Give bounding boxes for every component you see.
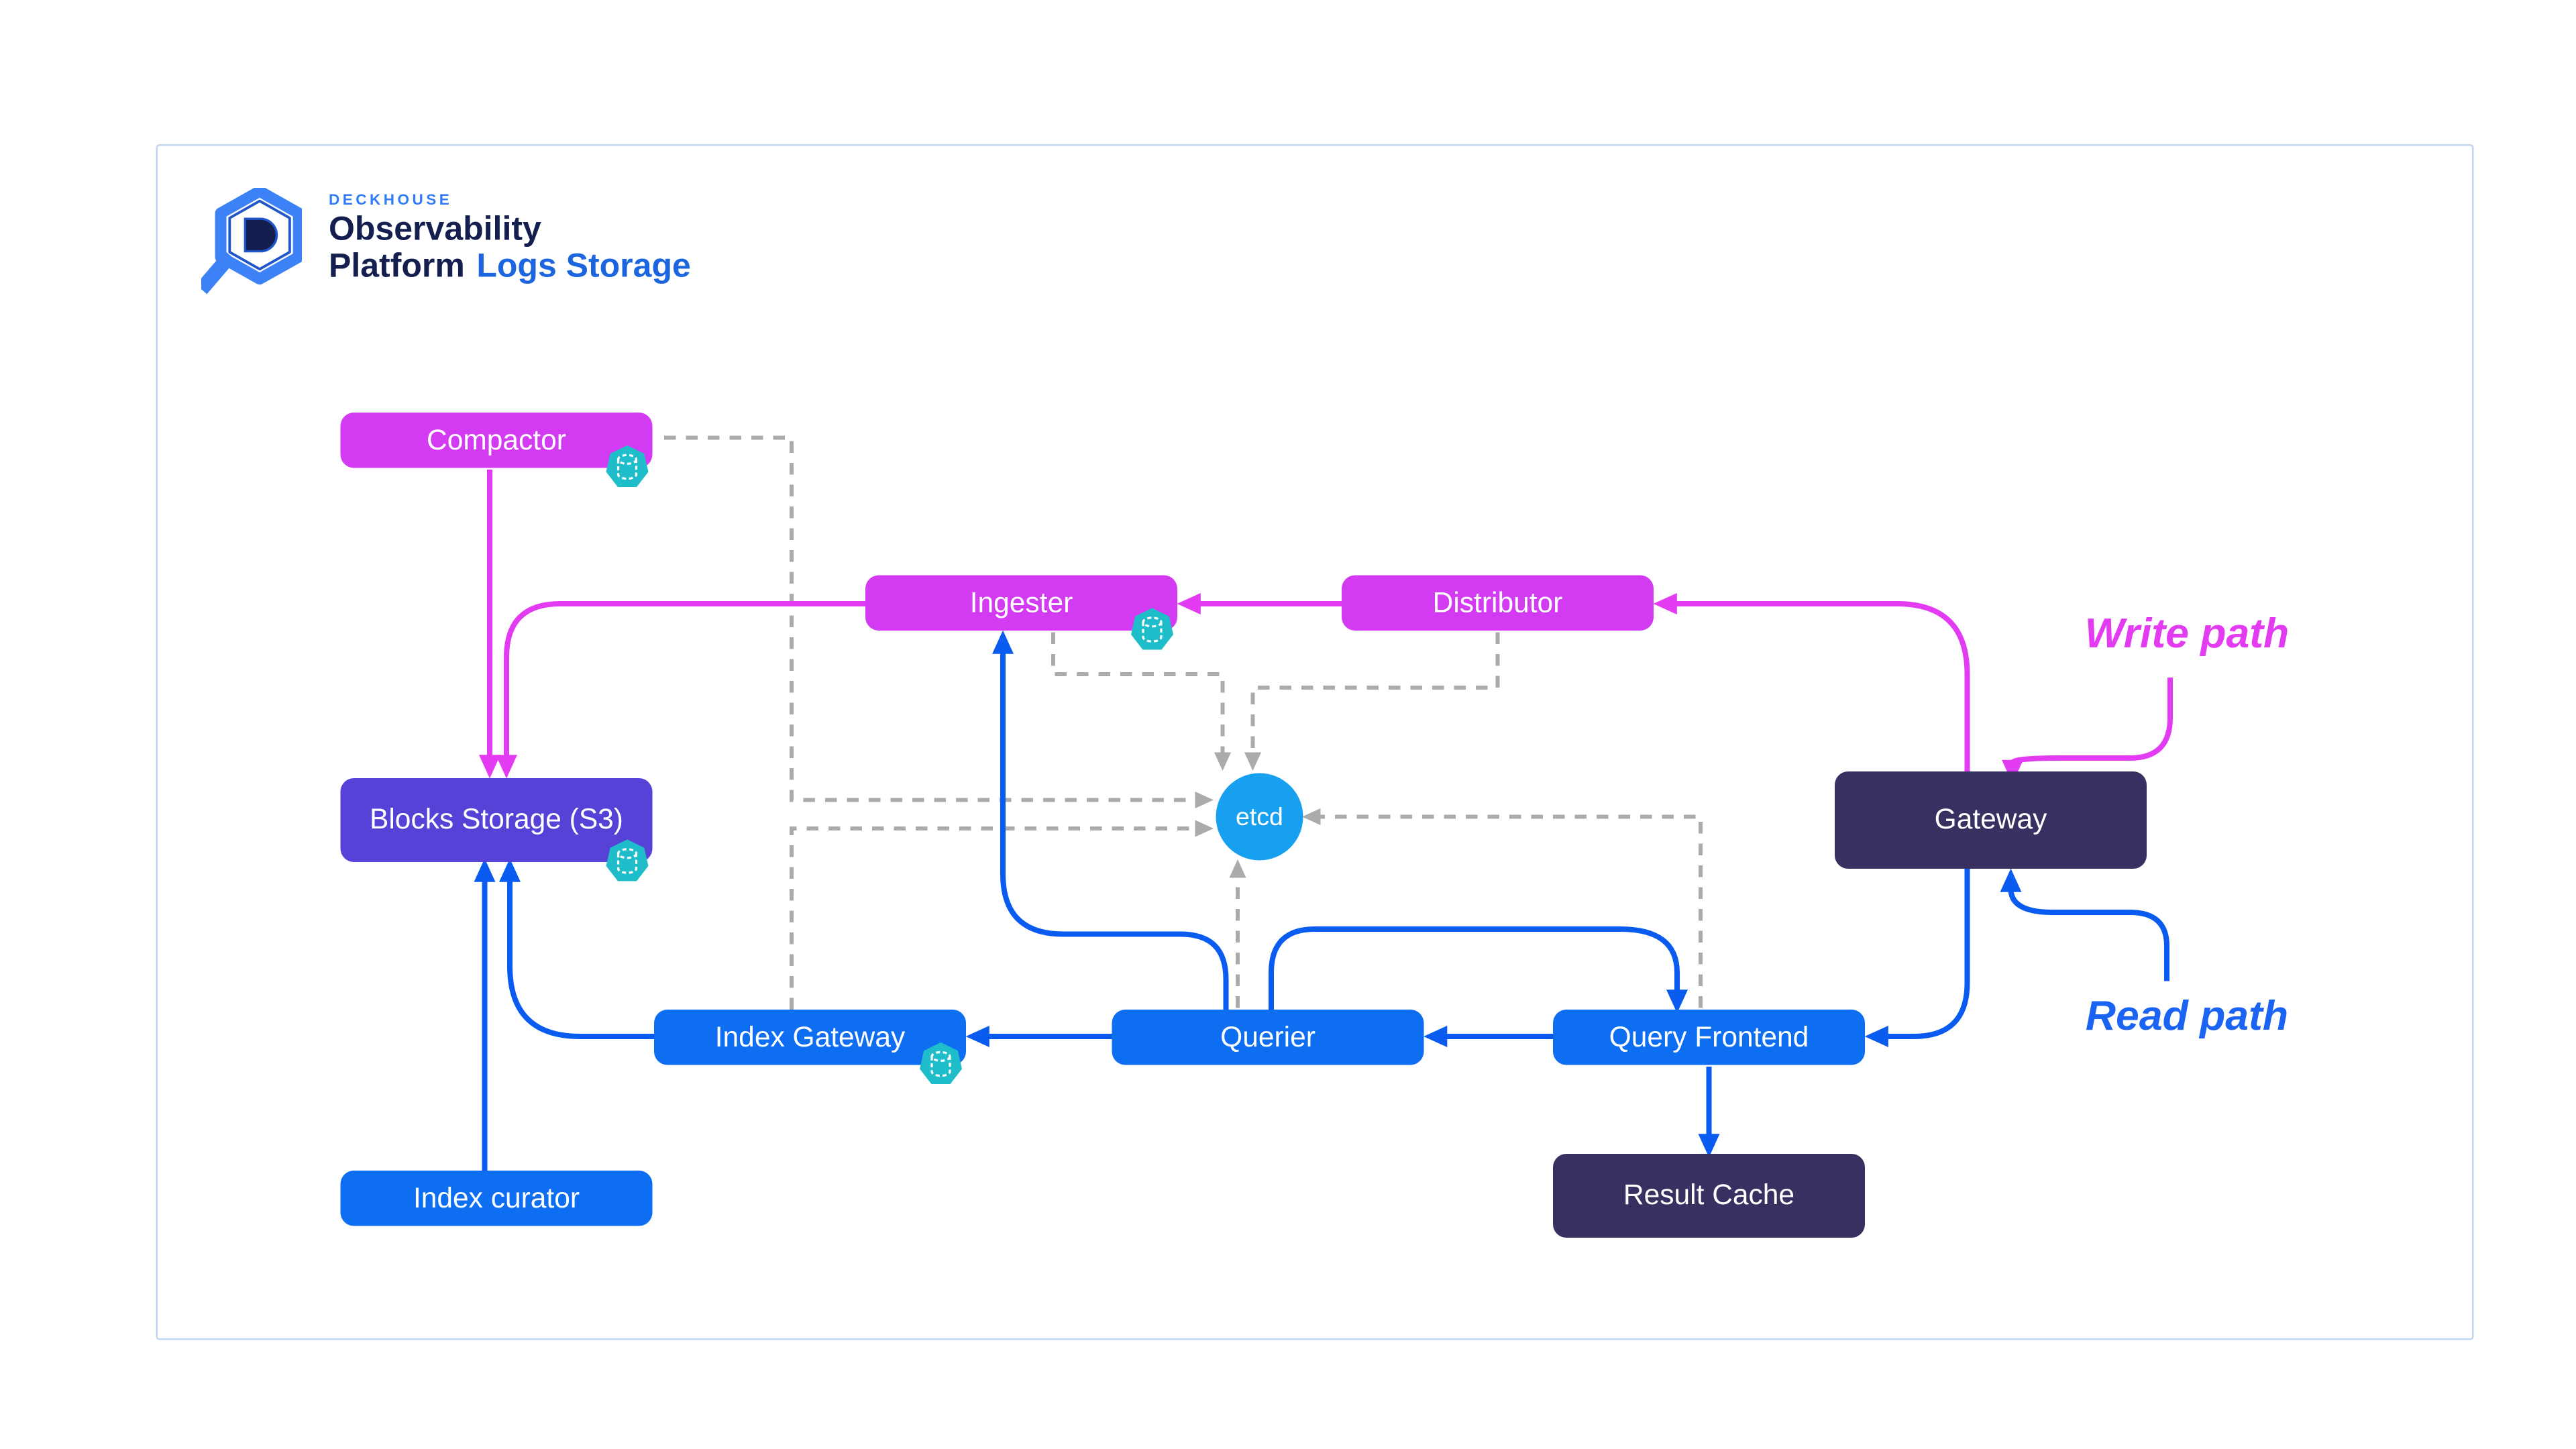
node-label-index-curator: Index curator <box>413 1181 580 1214</box>
node-gateway: Gateway <box>1835 771 2147 869</box>
node-label-gateway: Gateway <box>1934 803 2047 836</box>
edge-ingester-to-etcd <box>1051 632 1232 771</box>
node-etcd: etcd <box>1216 773 1303 861</box>
edge-index-gateway-to-etcd <box>790 820 1214 1010</box>
node-compactor: Compactor <box>340 413 653 488</box>
edge-ingester-to-blocks-storage <box>496 601 865 779</box>
edge-gateway-to-query-frontend <box>1864 869 1970 1047</box>
node-label-blocks-storage: Blocks Storage (S3) <box>370 803 623 836</box>
read-path-label: Read path <box>2085 993 2289 1040</box>
edge-querier-to-ingester <box>992 630 1229 1010</box>
write-path-label: Write path <box>2084 610 2290 657</box>
hexagon-magnifier-icon <box>201 188 302 294</box>
node-blocks-storage: Blocks Storage (S3) <box>340 778 653 881</box>
node-index-curator: Index curator <box>340 1171 653 1226</box>
edge-gateway-to-distributor <box>1653 593 1970 771</box>
node-label-querier: Querier <box>1220 1020 1316 1053</box>
logo-platform: Platform <box>329 248 465 285</box>
edge-read-label-to-gateway <box>2000 868 2169 981</box>
node-query-frontend: Query Frontend <box>1553 1010 1865 1065</box>
logo-brand: DECKHOUSE <box>329 191 453 208</box>
node-label-result-cache: Result Cache <box>1623 1179 1795 1212</box>
diagram-frame <box>156 144 2474 1340</box>
edge-index-gateway-to-blocks-storage <box>499 858 654 1039</box>
node-ingester: Ingester <box>865 575 1177 650</box>
node-label-index-gateway: Index Gateway <box>714 1020 906 1053</box>
node-label-compactor: Compactor <box>427 423 566 455</box>
node-result-cache: Result Cache <box>1553 1154 1865 1238</box>
deckhouse-logo: DECKHOUSE Observability Platform Logs Sto… <box>201 184 704 302</box>
edge-write-label-to-gateway <box>2002 678 2173 784</box>
logo-title-line1: Observability <box>329 211 541 248</box>
logo-text: DECKHOUSE Observability Platform Logs Sto… <box>329 191 691 285</box>
edge-distributor-to-etcd <box>1244 632 1500 771</box>
node-distributor: Distributor <box>1342 575 1654 631</box>
node-index-gateway: Index Gateway <box>654 1010 966 1085</box>
node-label-distributor: Distributor <box>1432 586 1563 619</box>
node-label-query-frontend: Query Frontend <box>1609 1020 1809 1053</box>
edge-compactor-to-etcd <box>664 435 1214 809</box>
logo-product: Logs Storage <box>476 248 691 285</box>
edge-query-frontend-to-etcd <box>1302 808 1703 1008</box>
node-label-ingester: Ingester <box>969 586 1073 619</box>
logo-title-line2: Platform Logs Storage <box>329 248 691 285</box>
edge-querier-to-query-frontend <box>1269 926 1688 1014</box>
node-label-etcd: etcd <box>1236 802 1283 831</box>
node-querier: Querier <box>1112 1010 1424 1065</box>
